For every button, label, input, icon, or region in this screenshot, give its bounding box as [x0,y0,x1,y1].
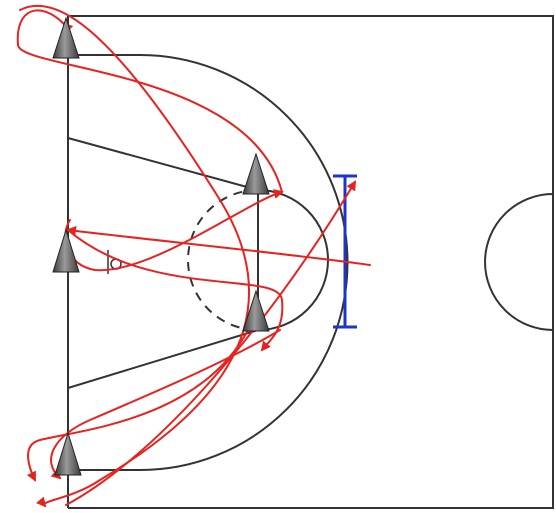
goal [333,174,357,329]
three-point-arc [68,54,349,471]
route-arrow-bottom-hook [50,329,281,480]
cone-middle-left [52,228,80,273]
cone-bottom [54,431,82,476]
cones [52,16,270,476]
cone-top [52,16,80,59]
route-arrow-top-loop [16,9,283,193]
cone-upper-center [242,152,270,195]
route-arrow-bottom-diagonal [65,180,357,506]
free-throw-circle-dashed [187,189,259,331]
key-area [67,137,329,389]
route-arrow-middle-return [64,189,284,272]
route-arrow-middle-cross [66,226,371,266]
cone-lower-center [242,289,270,332]
route-arrow-top-to-bottom [19,4,250,508]
center-circle [484,193,554,331]
court-boundary [68,15,554,509]
route-arrow-lower-loop [26,329,249,482]
